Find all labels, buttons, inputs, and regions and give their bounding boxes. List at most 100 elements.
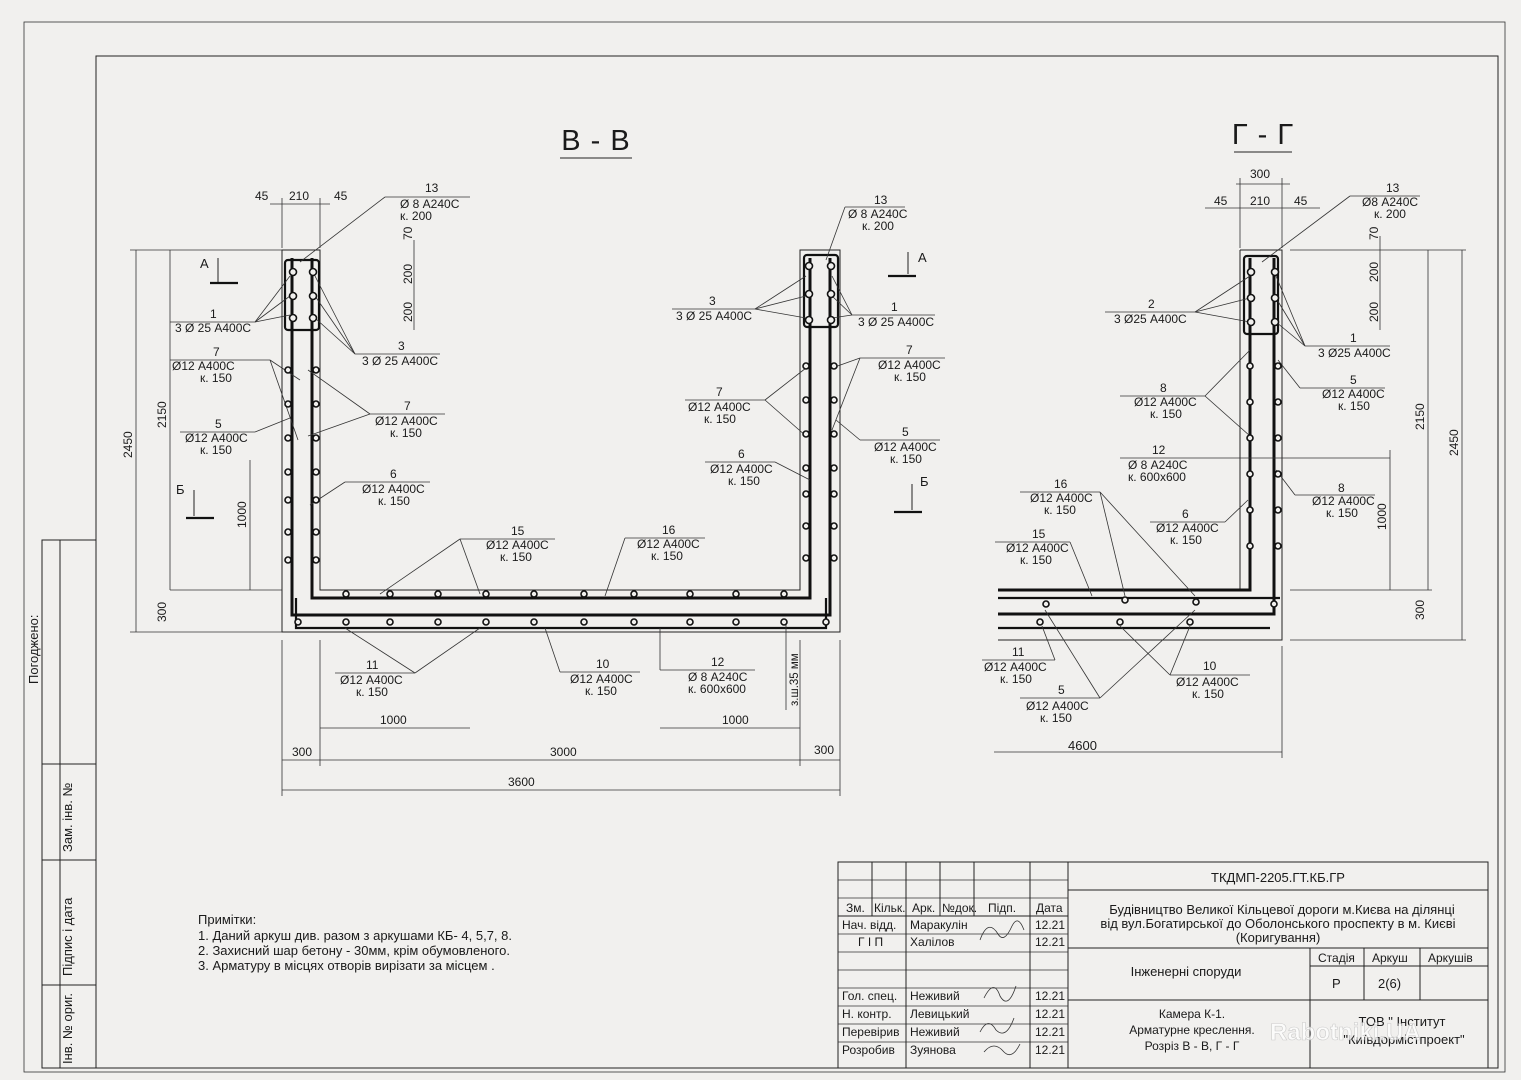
- drawing-label: 3 Ø 25 А400С: [175, 321, 251, 335]
- drawing-label: Ø 8 А240С: [1128, 458, 1188, 472]
- drawing-label: к. 150: [378, 494, 410, 508]
- drawing-label: 16: [1054, 477, 1068, 491]
- drawing-label: 3 Ø25 А400С: [1318, 346, 1391, 360]
- drawing-label: 3: [398, 339, 405, 353]
- vv-cut-b-right: Б: [920, 474, 929, 489]
- drawing-label: Халілов: [910, 935, 955, 949]
- drawing-label: 12: [711, 655, 725, 669]
- drawing-label: 200: [1367, 302, 1381, 322]
- drawing-label: Ø12 А400С: [710, 462, 773, 476]
- watermark: Rabotniki.UA: [1270, 1019, 1421, 1046]
- drawing-label: к. 600х600: [688, 682, 746, 696]
- tb-code: ТКДМП-2205.ГТ.КБ.ГР: [1211, 870, 1345, 885]
- drawing-label: 12.21: [1035, 1025, 1065, 1039]
- notes-heading: Примітки:: [198, 912, 256, 927]
- drawing-label: к. 150: [390, 426, 422, 440]
- drawing-label: к. 150: [200, 443, 232, 457]
- section-gg: Г - Г 300 45 210 45 70 200 200 2150 2450: [982, 119, 1466, 758]
- drawing-label: 8: [1338, 481, 1345, 495]
- drawing-label: 1: [1350, 331, 1357, 345]
- drawing-label: 5: [1058, 683, 1065, 697]
- drawing-label: 15: [1032, 527, 1046, 541]
- tb-sheets-h: Аркушів: [1428, 951, 1473, 965]
- drawing-label: 300: [814, 743, 834, 757]
- drawing-label: Ø12 А400С: [362, 482, 425, 496]
- tb-structure: Інженерні споруди: [1131, 964, 1242, 979]
- drawing-label: 2: [1148, 297, 1155, 311]
- tb-sheet-h: Аркуш: [1372, 951, 1408, 965]
- drawing-label: Ø12 А400С: [1026, 699, 1089, 713]
- drawing-label: к. 150: [704, 412, 736, 426]
- drawing-label: 1: [210, 307, 217, 321]
- drawing-label: 300: [1413, 600, 1427, 620]
- side-sign-date: Підпис і дата: [60, 897, 75, 976]
- drawing-label: 3600: [508, 775, 535, 789]
- drawing-label: 12.21: [1035, 935, 1065, 949]
- drawing-label: 12.21: [1035, 989, 1065, 1003]
- vv-concrete-outline: [281, 249, 841, 633]
- tb-h-kilk: Кільк.: [874, 901, 906, 915]
- drawing-label: Ø12 А400С: [1030, 491, 1093, 505]
- outer-border: [23, 21, 1506, 1073]
- drawing-label: 13: [874, 193, 888, 207]
- drawing-label: 12.21: [1035, 1043, 1065, 1057]
- title-block: Зм. Кільк. Арк. №док. Підп. Дата Нач. ві…: [837, 861, 1489, 1069]
- drawing-label: к. 150: [1170, 533, 1202, 547]
- drawing-label: 2450: [1447, 429, 1461, 456]
- drawing-label: 3 Ø 25 А400С: [858, 315, 934, 329]
- drawing-label: 1000: [235, 501, 249, 528]
- drawing-label: 1: [891, 300, 898, 314]
- tb-h-zm: Зм.: [846, 901, 865, 915]
- drawing-label: Ø12 А400С: [1156, 521, 1219, 535]
- drawing-label: к. 600х600: [1128, 470, 1186, 484]
- drawing-label: 10: [1203, 659, 1217, 673]
- drawing-label: к. 150: [728, 474, 760, 488]
- drawing-label: 5: [1350, 373, 1357, 387]
- tb-project-3: (Коригування): [1236, 930, 1321, 945]
- drawing-label: к. 150: [356, 685, 388, 699]
- drawing-label: 4600: [1068, 738, 1097, 753]
- drawing-label: 7: [213, 345, 220, 359]
- drawing-label: Ø 8 А240С: [848, 207, 908, 221]
- drawing-label: 45: [334, 189, 348, 203]
- drawing-label: к. 150: [585, 684, 617, 698]
- tb-project-1: Будівництво Великої Кільцевої дороги м.К…: [1109, 902, 1455, 917]
- drawing-label: 12.21: [1035, 918, 1065, 932]
- signature-marks: [979, 920, 1025, 1056]
- tb-h-pidp: Підп.: [988, 901, 1016, 915]
- drawing-label: Маракулін: [910, 918, 968, 932]
- side-stamp: Погоджено: Зам. інв. № Підпис і дата Інв…: [26, 539, 97, 1069]
- section-vv: В - В А Б А Б 45 210 45: [121, 125, 945, 796]
- drawing-label: Перевірив: [842, 1025, 899, 1039]
- drawing-label: Гол. спец.: [842, 989, 897, 1003]
- drawing-label: 10: [596, 657, 610, 671]
- drawing-label: Ø12 А400С: [1176, 675, 1239, 689]
- tb-project-2: від вул.Богатирської до Оболонського про…: [1100, 916, 1455, 931]
- tb-stage: Р: [1332, 976, 1341, 991]
- drawing-label: к. 150: [1326, 506, 1358, 520]
- drawing-label: Ø12 А400С: [340, 673, 403, 687]
- drawing-label: Ø 8 А240С: [688, 670, 748, 684]
- drawing-label: Розробив: [842, 1043, 895, 1057]
- vv-cut-a-left: А: [200, 256, 209, 271]
- tb-sheet-title-2: Арматурне креслення.: [1129, 1023, 1255, 1037]
- drawing-label: Ø12 А400С: [486, 538, 549, 552]
- drawing-label: к. 200: [400, 209, 432, 223]
- drawing-label: к. 150: [1020, 553, 1052, 567]
- drawing-label: Г І П: [858, 935, 883, 949]
- drawing-label: Неживий: [910, 1025, 960, 1039]
- drawing-label: 2450: [121, 431, 135, 458]
- drawing-label: Левицький: [910, 1007, 969, 1021]
- drawing-label: к. 150: [1192, 687, 1224, 701]
- drawing-label: 200: [401, 264, 415, 284]
- tb-h-ndok: №док.: [942, 901, 977, 915]
- drawing-label: 1000: [1375, 503, 1389, 530]
- drawing-label: 70: [401, 226, 415, 240]
- drawing-label: 6: [390, 467, 397, 481]
- tb-sheet-title-1: Камера К-1.: [1159, 1007, 1225, 1021]
- drawing-label: Ø8 А240С: [1362, 195, 1418, 209]
- note-3: 3. Арматуру в місцях отворів вирізати за…: [198, 958, 495, 973]
- drawing-label: 3 Ø 25 А400С: [362, 354, 438, 368]
- drawing-label: 8: [1160, 381, 1167, 395]
- drawing-label: к. 150: [1000, 672, 1032, 686]
